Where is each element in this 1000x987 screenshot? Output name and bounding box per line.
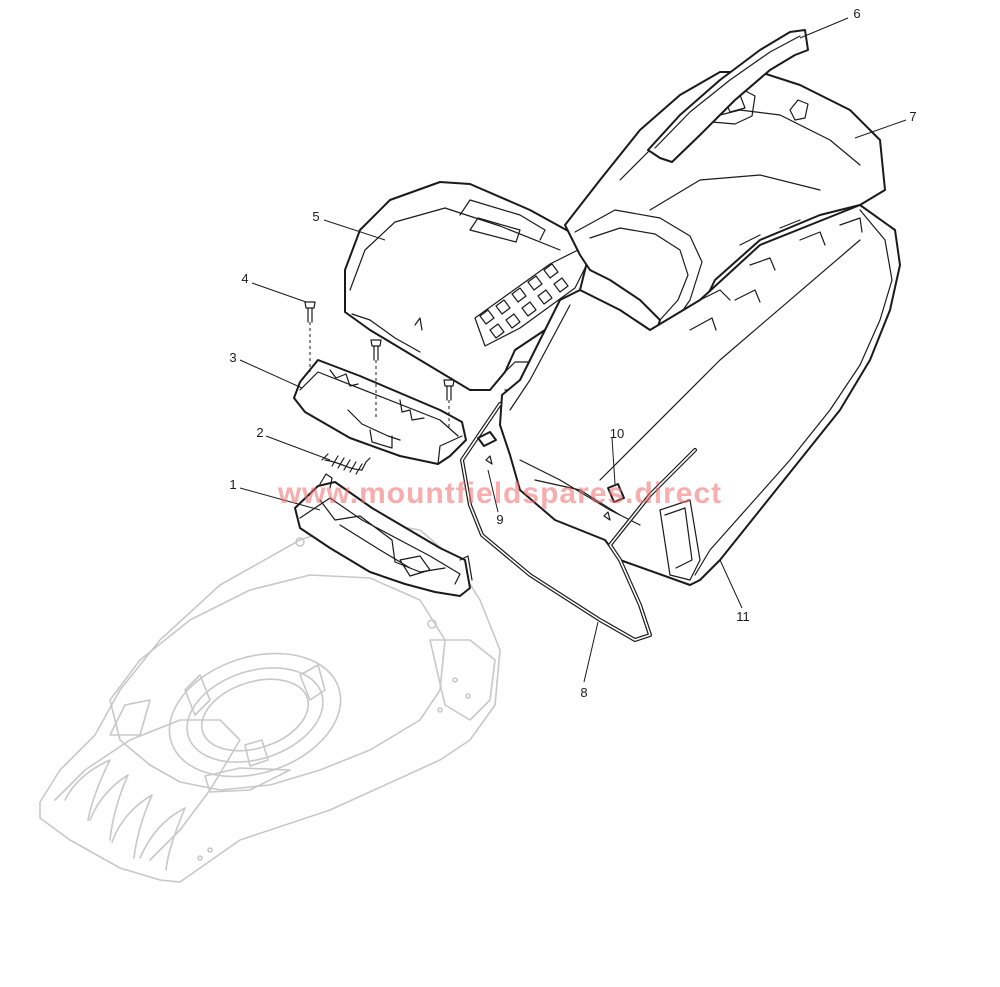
part-11-collector-bag [499, 204, 901, 586]
callout-6: 6 [853, 6, 860, 21]
callout-9: 9 [496, 512, 503, 527]
leader-lines [239, 17, 907, 683]
callout-3: 3 [229, 350, 236, 365]
watermark-text: www.mountfieldspares.direct [277, 477, 722, 510]
part-2-spring [321, 453, 371, 475]
callout-8: 8 [580, 685, 587, 700]
callout-labels: 1 2 3 4 5 6 7 8 9 10 11 [229, 6, 916, 700]
callout-5: 5 [312, 209, 319, 224]
callout-1: 1 [229, 477, 236, 492]
part-4-screws [304, 301, 455, 428]
part-1-rear-flap [294, 473, 473, 597]
callout-11: 11 [736, 609, 750, 624]
part-6-carry-handle [647, 29, 809, 163]
part-3-mounting-bracket [293, 359, 467, 465]
callout-4: 4 [241, 271, 248, 286]
callout-10: 10 [610, 426, 624, 441]
part-10-clip [603, 483, 625, 521]
part-9-clip [477, 431, 497, 465]
mower-deck [39, 519, 501, 883]
part-8-bag-frame [460, 402, 697, 642]
callout-7: 7 [909, 109, 916, 124]
part-5-top-cover [344, 181, 589, 391]
callout-2: 2 [256, 425, 263, 440]
